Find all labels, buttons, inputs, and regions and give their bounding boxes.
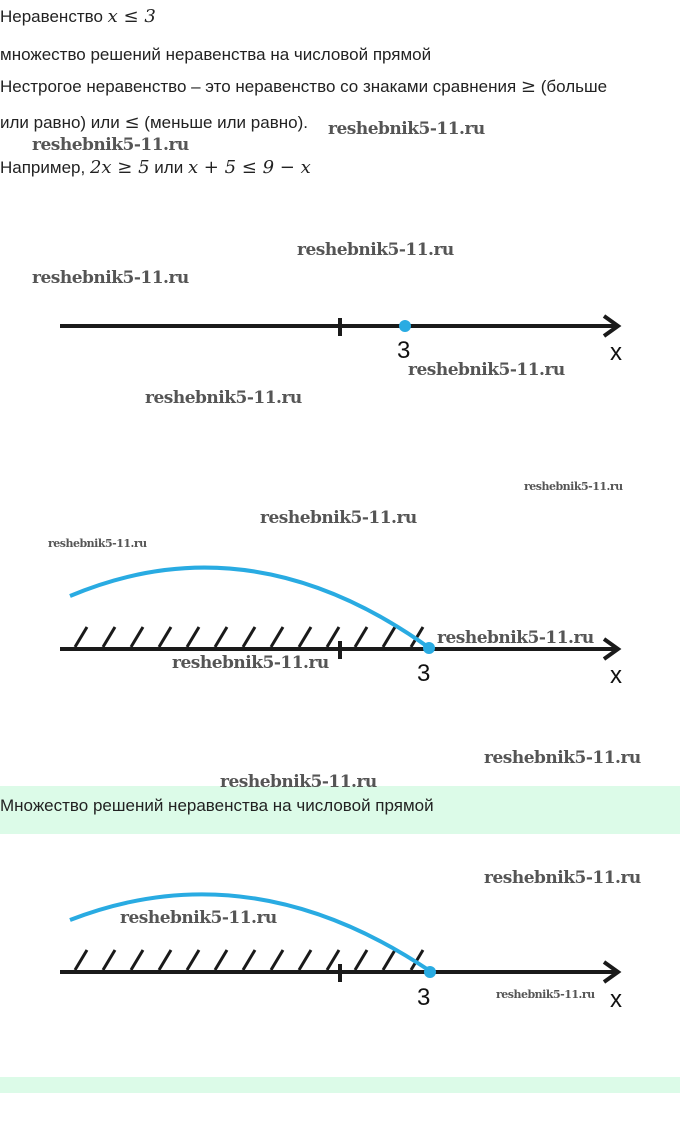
hatch-stroke bbox=[157, 949, 173, 971]
watermark: reshebnik5-11.ru bbox=[437, 628, 594, 648]
watermark: reshebnik5-11.ru bbox=[297, 240, 454, 260]
solution-arc bbox=[69, 892, 432, 973]
axis-label: x bbox=[610, 986, 622, 1010]
subtitle: множество решений неравенства на числово… bbox=[0, 45, 432, 64]
point bbox=[424, 966, 436, 978]
definition-text: Нестрогое неравенство – это неравенство … bbox=[0, 77, 517, 96]
example-or: или bbox=[154, 158, 184, 177]
watermark: reshebnik5-11.ru bbox=[220, 772, 377, 792]
example-math-2: x + 5 ≤ 9 − x bbox=[187, 157, 311, 178]
number-line-1: 3 x bbox=[60, 314, 622, 366]
hatch-stroke bbox=[325, 626, 341, 648]
heading-math: x ≤ 3 bbox=[107, 6, 156, 27]
highlight-title: Множество решений неравенства на числово… bbox=[0, 796, 434, 815]
hatch-stroke bbox=[353, 626, 369, 648]
hatch-stroke bbox=[185, 626, 201, 648]
hatch-stroke bbox=[213, 949, 229, 971]
hatch-stroke bbox=[213, 626, 229, 648]
hatch-stroke bbox=[185, 949, 201, 971]
hatch-stroke bbox=[73, 626, 89, 648]
watermark: reshebnik5-11.ru bbox=[32, 135, 189, 155]
hatch-stroke bbox=[101, 949, 117, 971]
highlight-band-bottom bbox=[0, 1077, 680, 1093]
le-text: (меньше или равно). bbox=[144, 113, 308, 132]
hatch-stroke bbox=[297, 949, 313, 971]
hatch-stroke bbox=[297, 626, 313, 648]
solution-arc bbox=[69, 565, 430, 649]
arrow-icon bbox=[602, 637, 622, 661]
ge-text: (больше bbox=[540, 77, 608, 96]
hatch-stroke bbox=[381, 626, 397, 648]
point-label: 3 bbox=[397, 337, 410, 364]
point bbox=[423, 642, 435, 654]
watermark: reshebnik5-11.ru bbox=[408, 360, 565, 380]
definition-line-2: или равно) или ≤ (меньше или равно). bbox=[0, 112, 308, 133]
watermark: reshebnik5-11.ru bbox=[32, 268, 189, 288]
hatch-stroke bbox=[269, 949, 285, 971]
point bbox=[399, 320, 411, 332]
hatch-stroke bbox=[73, 949, 89, 971]
example-math-1: 2x ≥ 5 bbox=[89, 157, 150, 178]
point-label: 3 bbox=[417, 984, 430, 1010]
axis-label: x bbox=[610, 339, 622, 366]
watermark: reshebnik5-11.ru bbox=[48, 537, 147, 550]
definition-text-2: или равно) или bbox=[0, 113, 120, 132]
example-text: Например, bbox=[0, 158, 86, 177]
highlight-band: Множество решений неравенства на числово… bbox=[0, 786, 680, 834]
watermark: reshebnik5-11.ru bbox=[120, 908, 277, 928]
watermark: reshebnik5-11.ru bbox=[145, 388, 302, 408]
watermark: reshebnik5-11.ru bbox=[172, 653, 329, 673]
arrow-icon bbox=[602, 314, 622, 338]
watermark: reshebnik5-11.ru bbox=[484, 748, 641, 768]
watermark: reshebnik5-11.ru bbox=[496, 988, 595, 1001]
ge-sign: ≥ bbox=[520, 76, 536, 97]
number-line-2: 3 x bbox=[60, 565, 622, 689]
hatch-stroke bbox=[129, 626, 145, 648]
hatch-stroke bbox=[157, 626, 173, 648]
hatch-stroke bbox=[241, 626, 257, 648]
example: Например, 2x ≥ 5 или x + 5 ≤ 9 − x bbox=[0, 157, 311, 178]
point-label: 3 bbox=[417, 660, 430, 687]
le-sign: ≤ bbox=[124, 112, 140, 133]
watermark: reshebnik5-11.ru bbox=[328, 119, 485, 139]
heading-text: Неравенство bbox=[0, 7, 103, 26]
watermark: reshebnik5-11.ru bbox=[524, 480, 623, 493]
definition-line-1: Нестрогое неравенство – это неравенство … bbox=[0, 76, 607, 97]
heading: Неравенство x ≤ 3 bbox=[0, 6, 156, 27]
arrow-icon bbox=[602, 960, 622, 984]
hatching bbox=[73, 949, 425, 971]
hatch-stroke bbox=[353, 949, 369, 971]
hatch-stroke bbox=[101, 626, 117, 648]
hatch-stroke bbox=[269, 626, 285, 648]
hatch-stroke bbox=[241, 949, 257, 971]
watermark: reshebnik5-11.ru bbox=[484, 868, 641, 888]
hatch-stroke bbox=[325, 949, 341, 971]
number-line-3: 3 x bbox=[60, 892, 622, 1010]
hatch-stroke bbox=[381, 949, 397, 971]
hatching bbox=[73, 626, 425, 648]
axis-label: x bbox=[610, 662, 622, 689]
hatch-stroke bbox=[409, 949, 425, 971]
watermark: reshebnik5-11.ru bbox=[260, 508, 417, 528]
hatch-stroke bbox=[129, 949, 145, 971]
